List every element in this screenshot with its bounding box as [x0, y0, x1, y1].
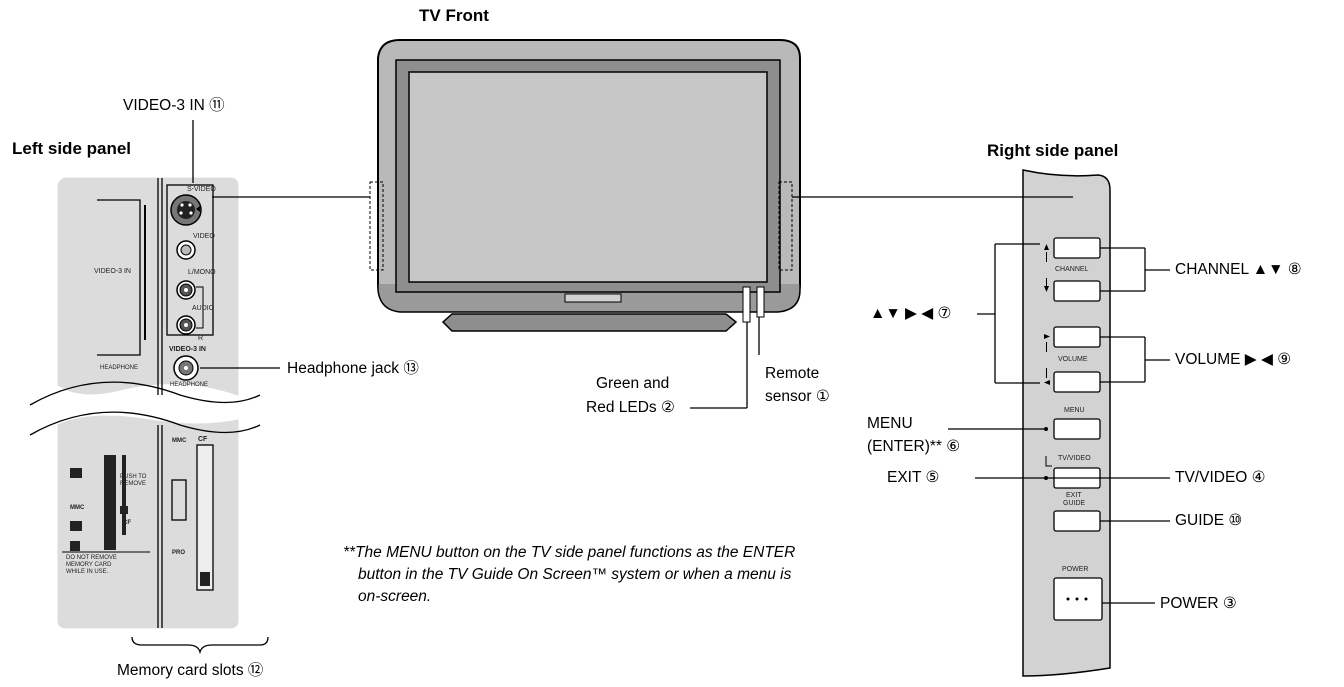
footnote-line3: on-screen.	[358, 588, 432, 605]
video-print: VIDEO	[193, 233, 215, 240]
footnote-line2: button in the TV Guide On Screen™ system…	[358, 566, 792, 583]
volume-print: VOLUME	[1058, 356, 1088, 363]
door-headphone-print: HEADPHONE	[100, 365, 139, 371]
volume-label: VOLUME ▶ ◀ ⑨	[1175, 351, 1292, 368]
exit-label: EXIT ⑤	[887, 469, 940, 486]
r-print: R	[198, 335, 204, 342]
mmc-print-2: MMC	[70, 505, 85, 511]
headphone-jack-label: Headphone jack ⑬	[287, 360, 419, 377]
warning-print-1: DO NOT REMOVE	[66, 555, 117, 561]
guide-print: GUIDE	[1063, 500, 1086, 507]
tv-front-illustration	[369, 39, 801, 332]
lmono-print: L/MONO	[188, 269, 216, 276]
push-to-remove-print-1: PUSH TO	[120, 474, 147, 480]
exit-print: EXIT	[1066, 492, 1082, 499]
power-print: POWER	[1062, 566, 1089, 573]
footnote-line1: **The MENU button on the TV side panel f…	[343, 544, 796, 561]
arrow-buttons-label: ▲▼ ▶ ◀ ⑦	[870, 305, 952, 322]
menu-label-line1: MENU	[867, 415, 913, 432]
tv-video-print: TV/VIDEO	[1058, 455, 1091, 462]
green-red-leds-label-line2: Red LEDs ②	[586, 399, 675, 416]
power-label: POWER ③	[1160, 595, 1237, 612]
tv-front-heading: TV Front	[419, 6, 489, 25]
green-red-leds-label-line1: Green and	[596, 375, 670, 392]
pro-print: PRO	[172, 550, 186, 556]
audio-print: AUDIO	[192, 305, 215, 312]
memory-card-slots-label: Memory card slots ⑫	[117, 662, 264, 679]
right-side-panel-illustration	[1022, 169, 1111, 677]
mmc-print: MMC	[172, 438, 187, 444]
tv-video-label: TV/VIDEO ④	[1175, 469, 1266, 486]
cf-print: CF	[198, 436, 208, 443]
right-side-panel-heading: Right side panel	[987, 141, 1119, 160]
svideo-print: S-VIDEO	[187, 186, 216, 193]
warning-print-3: WHILE IN USE.	[66, 569, 109, 575]
warning-print-2: MEMORY CARD	[66, 562, 112, 568]
menu-label-line2: (ENTER)** ⑥	[867, 438, 961, 455]
cf-print-2: CF	[123, 520, 131, 526]
guide-label: GUIDE ⑩	[1175, 512, 1243, 529]
door-video3in-print: VIDEO-3 IN	[94, 268, 131, 275]
push-to-remove-print-2: REMOVE	[120, 481, 147, 487]
remote-sensor-label-line1: Remote	[765, 365, 820, 382]
channel-label: CHANNEL ▲▼ ⑧	[1175, 261, 1302, 278]
callout-leader-lines	[192, 120, 1170, 604]
left-side-panel-illustration	[29, 177, 269, 655]
video3-in-label: VIDEO-3 IN ⑪	[123, 97, 225, 114]
channel-print: CHANNEL	[1055, 266, 1089, 273]
left-side-panel-heading: Left side panel	[12, 139, 132, 158]
remote-sensor-label-line2: sensor ①	[765, 388, 830, 405]
menu-print: MENU	[1064, 407, 1085, 414]
video3in-print: VIDEO-3 IN	[169, 346, 206, 353]
headphone-print: HEADPHONE	[170, 382, 209, 388]
